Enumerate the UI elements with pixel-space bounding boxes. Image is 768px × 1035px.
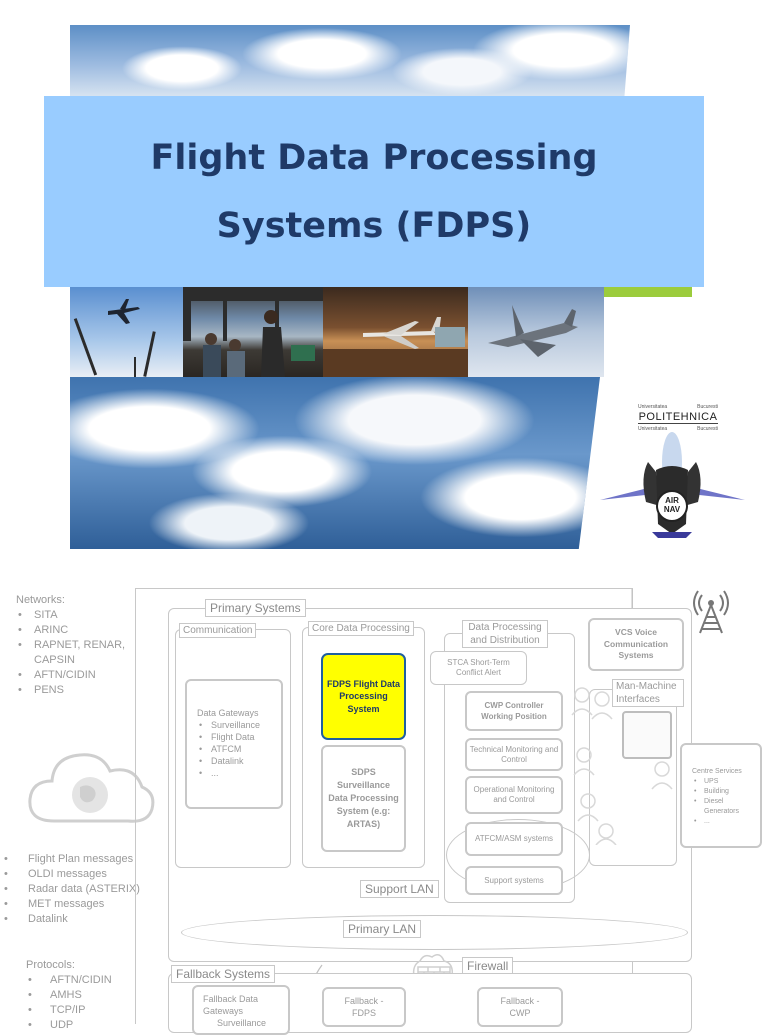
slide-title: Flight Data Processing Systems (FDPS)	[150, 124, 597, 260]
atfcm-box: ATFCM/ASM systems	[465, 822, 563, 856]
person-icon	[183, 287, 323, 377]
photo-fighter-jet	[468, 287, 604, 377]
ops-monitoring-box: Operational Monitoring and Control	[465, 776, 563, 814]
person-icon	[571, 687, 673, 845]
fallback-gateways-box: Fallback Data Gateways Surveillance	[192, 985, 290, 1035]
communication-label: Communication	[179, 623, 257, 638]
fallback-systems-label: Fallback Systems	[171, 965, 276, 983]
message-item: MET messages	[2, 897, 162, 912]
network-item: RAPNET, RENAR, CAPSIN	[16, 638, 136, 668]
cover-slide: Flight Data Processing Systems (FDPS)	[44, 25, 745, 549]
support-systems-box: Support systems	[465, 866, 563, 895]
logo-badge-line2: NAV	[663, 505, 681, 514]
centre-service-item: ...	[692, 817, 760, 827]
message-item: Radar data (ASTERIX)	[2, 882, 162, 897]
green-accent-strip	[604, 287, 692, 297]
networks-heading: Networks:	[16, 594, 65, 606]
sdps-box: SDPS Surveillance Data Processing System…	[321, 745, 406, 852]
data-gateways-box: Data Gateways Surveillance Flight Data A…	[185, 679, 283, 809]
messages-list: Flight Plan messages OLDI messages Radar…	[2, 852, 162, 927]
sdps-box-text: SDPS Surveillance Data Processing System…	[328, 767, 399, 829]
primary-lan-label: Primary LAN	[343, 920, 422, 938]
network-item: AFTN/CIDIN	[16, 668, 136, 683]
network-item: ARINC	[16, 623, 136, 638]
aircraft-icon	[73, 299, 156, 377]
stca-box-text: STCA Short-Term Conflict Alert	[447, 658, 510, 677]
gateway-item: ATFCM	[197, 743, 281, 755]
fallback-gateways-item: Surveillance	[217, 1018, 267, 1028]
fallback-cwp-text: Fallback - CWP	[500, 996, 540, 1018]
antenna-icon	[693, 590, 729, 634]
protocol-item: AFTN/CIDIN	[26, 973, 156, 988]
logo-name: POLITEHNICA	[638, 411, 718, 424]
cwp-box: CWP Controller Working Position	[465, 691, 563, 731]
distribution-label: Data Processing and Distribution	[462, 620, 548, 648]
fdps-box: FDPS Flight Data Processing System	[321, 653, 406, 740]
fallback-cwp-box: Fallback - CWP	[477, 987, 563, 1027]
protocols-heading: Protocols:	[26, 959, 75, 971]
title-band: Flight Data Processing Systems (FDPS)	[44, 96, 704, 287]
aircraft-icon	[488, 305, 578, 357]
gateway-item: Surveillance	[197, 719, 281, 731]
message-item: OLDI messages	[2, 867, 162, 882]
sky-banner-bottom	[70, 377, 600, 549]
aircraft-icon	[323, 317, 468, 377]
photo-control-tower	[183, 287, 323, 377]
centre-service-item: UPS	[692, 777, 760, 787]
data-gateways-heading: Data Gateways	[197, 708, 259, 718]
fallback-gateways-text: Fallback Data Gateways	[203, 994, 259, 1016]
photo-airport-night	[323, 287, 468, 377]
primary-systems-label: Primary Systems	[205, 599, 306, 617]
vcs-box-text: VCS Voice Communication Systems	[603, 627, 669, 661]
support-systems-text: Support systems	[484, 875, 544, 885]
ops-monitoring-text: Operational Monitoring and Control	[473, 785, 555, 804]
eagle-emblem-icon	[600, 432, 745, 538]
logo-top-left: Universitatea	[638, 404, 668, 410]
cwp-box-text: CWP Controller Working Position	[481, 701, 547, 721]
network-item: PENS	[16, 683, 136, 698]
networks-list: Networks: SITA ARINC RAPNET, RENAR, CAPS…	[16, 593, 136, 698]
message-item: Datalink	[2, 912, 162, 927]
gateway-item: ...	[197, 767, 281, 779]
architecture-slide: Networks: SITA ARINC RAPNET, RENAR, CAPS…	[0, 575, 768, 1035]
tech-monitoring-box: Technical Monitoring and Control	[465, 738, 563, 771]
vcs-box: VCS Voice Communication Systems	[588, 618, 684, 671]
stca-box: STCA Short-Term Conflict Alert	[430, 651, 527, 685]
message-item: Flight Plan messages	[2, 852, 162, 867]
gateway-item: Datalink	[197, 755, 281, 767]
logo-top-right: Bucuresti	[697, 404, 718, 410]
tech-monitoring-text: Technical Monitoring and Control	[469, 744, 559, 764]
core-processing-label: Core Data Processing	[308, 621, 414, 636]
logo-sub-left: Universitatea	[638, 426, 668, 432]
title-line-2: Systems (FDPS)	[216, 205, 532, 246]
centre-services-box: Centre Services UPS Building Diesel Gene…	[680, 743, 762, 848]
fdps-box-text: FDPS Flight Data Processing System	[327, 678, 401, 714]
title-line-1: Flight Data Processing	[150, 137, 598, 178]
support-lan-label: Support LAN	[360, 880, 439, 898]
protocol-item: AMHS	[26, 988, 156, 1003]
mmi-screen	[622, 711, 672, 759]
fallback-fdps-box: Fallback - FDPS	[322, 987, 406, 1027]
sky-banner-top	[70, 25, 630, 97]
globe-cloud-icon	[28, 753, 155, 823]
fallback-fdps-text: Fallback - FDPS	[344, 996, 384, 1018]
photo-aircraft-sky	[70, 287, 183, 377]
centre-service-item: Diesel Generators	[692, 797, 760, 817]
primary-lan-ellipse	[181, 915, 688, 950]
atfcm-box-text: ATFCM/ASM systems	[474, 834, 554, 843]
logo-badge-line1: AIR	[665, 496, 679, 505]
logo-sub-right: Bucuresti	[697, 426, 718, 432]
network-item: SITA	[16, 608, 136, 623]
mmi-label: Man-Machine Interfaces	[612, 679, 684, 707]
centre-services-heading: Centre Services	[692, 768, 742, 775]
politehnica-airnav-logo: Universitatea Bucuresti POLITEHNICA Univ…	[600, 404, 745, 539]
protocol-item: TCP/IP	[26, 1003, 156, 1018]
gateway-item: Flight Data	[197, 731, 281, 743]
centre-service-item: Building	[692, 787, 760, 797]
